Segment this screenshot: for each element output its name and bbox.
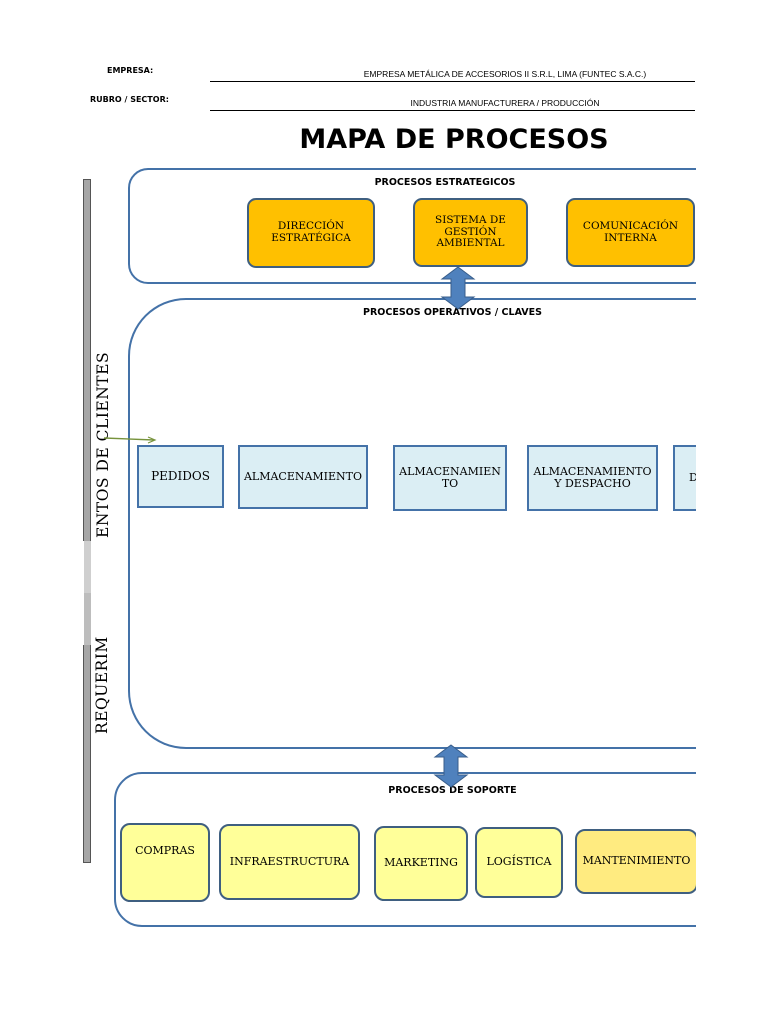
- process-infraestructura[interactable]: INFRAESTRUCTURA: [219, 824, 360, 900]
- empresa-value: EMPRESA METÁLICA DE ACCESORIOS II S.R.L,…: [363, 69, 647, 79]
- operative-title: PROCESOS OPERATIVOS / CLAVES: [363, 307, 542, 318]
- process-sistema-gestion-ambiental[interactable]: SISTEMA DE GESTIÓN AMBIENTAL: [413, 198, 528, 267]
- page-title: MAPA DE PROCESOS: [299, 124, 609, 155]
- left-bar-frame: [83, 179, 91, 863]
- left-bar-light-segment-2: [84, 593, 91, 645]
- left-bar-text-top: ENTOS DE CLIENTES: [94, 351, 112, 538]
- process-almacenamiento-despacho[interactable]: ALMACENAMIENTO Y DESPACHO: [527, 445, 658, 511]
- process-comunicacion-interna[interactable]: COMUNICACIÓN INTERNA: [566, 198, 695, 267]
- process-compras[interactable]: COMPRAS: [120, 823, 210, 902]
- empresa-underline: [210, 81, 695, 82]
- support-title: PROCESOS DE SOPORTE: [388, 785, 517, 796]
- strategic-title: PROCESOS ESTRATEGICOS: [374, 177, 516, 188]
- left-bar-light-segment-1: [84, 541, 91, 593]
- process-almacenamiento-1[interactable]: ALMACENAMIENTO: [238, 445, 368, 509]
- left-bar-text-bottom: REQUERIM: [93, 636, 111, 734]
- rubro-underline: [210, 110, 695, 111]
- page-right-margin: [696, 120, 768, 1000]
- double-arrow-strategic-operative: [440, 266, 476, 310]
- rubro-label: RUBRO / SECTOR:: [90, 95, 169, 104]
- client-connector-arrow: [103, 436, 157, 444]
- process-mantenimiento[interactable]: MANTENIMIENTO: [575, 829, 698, 894]
- process-almacenamiento-2[interactable]: ALMACENAMIEN TO: [393, 445, 507, 511]
- empresa-label: EMPRESA:: [107, 66, 154, 75]
- process-direccion-estrategica[interactable]: DIRECCIÓN ESTRATÉGICA: [247, 198, 375, 268]
- process-marketing[interactable]: MARKETING: [374, 826, 468, 901]
- double-arrow-operative-support: [433, 744, 469, 788]
- rubro-value: INDUSTRIA MANUFACTURERA / PRODUCCIÓN: [410, 98, 600, 108]
- process-logistica[interactable]: LOGÍSTICA: [475, 827, 563, 898]
- process-pedidos[interactable]: PEDIDOS: [137, 445, 224, 508]
- operative-panel: [128, 298, 728, 749]
